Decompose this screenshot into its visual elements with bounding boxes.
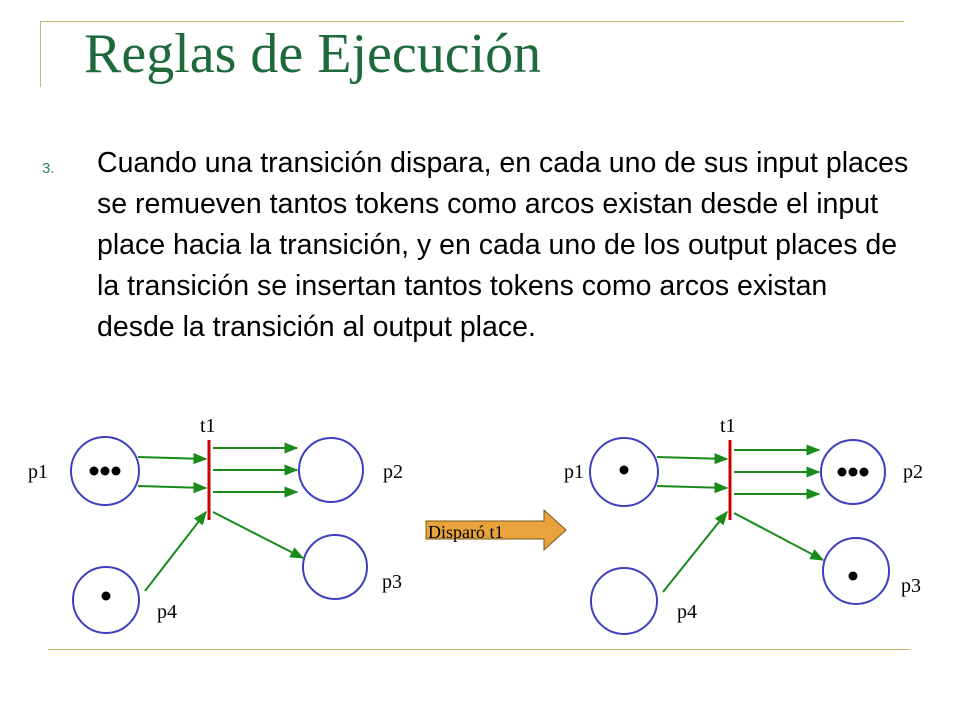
token-dot: [100, 466, 110, 476]
fired-arrow-label: Disparó t1: [428, 522, 504, 542]
arc-p1-t1-top-after: [656, 453, 729, 465]
frame-left-line: [40, 21, 41, 87]
label-p2-after: p2: [903, 461, 923, 483]
tokens-p1-before: [89, 466, 121, 476]
token-dot: [101, 591, 111, 601]
slide-title: Reglas de Ejecución: [84, 23, 542, 85]
token-dot: [619, 465, 629, 475]
token-dot: [848, 571, 858, 581]
token-dot: [837, 467, 847, 477]
label-p4-after: p4: [677, 601, 697, 623]
label-p3-before: p3: [382, 571, 402, 593]
tokens-p1-after: [619, 465, 629, 475]
tokens-p3-after: [848, 571, 858, 581]
rule-text: Cuando una transición dispara, en cada u…: [97, 147, 909, 343]
arc-p4-t1-after: [662, 510, 728, 593]
token-dot: [848, 467, 858, 477]
fired-arrow-shape: [425, 508, 567, 552]
label-p3-after: p3: [901, 575, 921, 597]
label-t1-after: t1: [720, 415, 736, 437]
place-p2-before: [298, 437, 364, 503]
arc-t1-p3: [212, 511, 305, 559]
label-t1-before: t1: [200, 415, 216, 437]
fired-arrow: Disparó t1: [425, 508, 567, 552]
arc-t1-p3-after: [733, 512, 825, 561]
arc-p4-t1: [144, 510, 207, 592]
net-after: p1 p2 p3 p4 t1: [564, 415, 923, 635]
net-before: p1 p2 p3 p4 t1: [28, 415, 403, 634]
arc-p1-t1-bottom-after: [656, 482, 729, 494]
label-p4-before: p4: [157, 601, 177, 623]
token-dot: [859, 467, 869, 477]
place-p4-after: [590, 567, 658, 635]
label-p1-before: p1: [28, 461, 48, 483]
token-dot: [111, 466, 121, 476]
arc-p1-t1-top: [137, 453, 208, 465]
label-p2-before: p2: [383, 461, 403, 483]
place-p3-before: [302, 534, 368, 600]
tokens-p4-before: [101, 591, 111, 601]
frame-bottom-line: [48, 649, 910, 650]
arc-p1-t1-bottom: [137, 482, 208, 494]
label-p1-after: p1: [564, 461, 584, 483]
list-item-number: 3.: [42, 160, 55, 177]
tokens-p2-after: [837, 467, 869, 477]
place-p3-after: [822, 537, 890, 605]
token-dot: [89, 466, 99, 476]
frame-top-line: [40, 21, 904, 22]
